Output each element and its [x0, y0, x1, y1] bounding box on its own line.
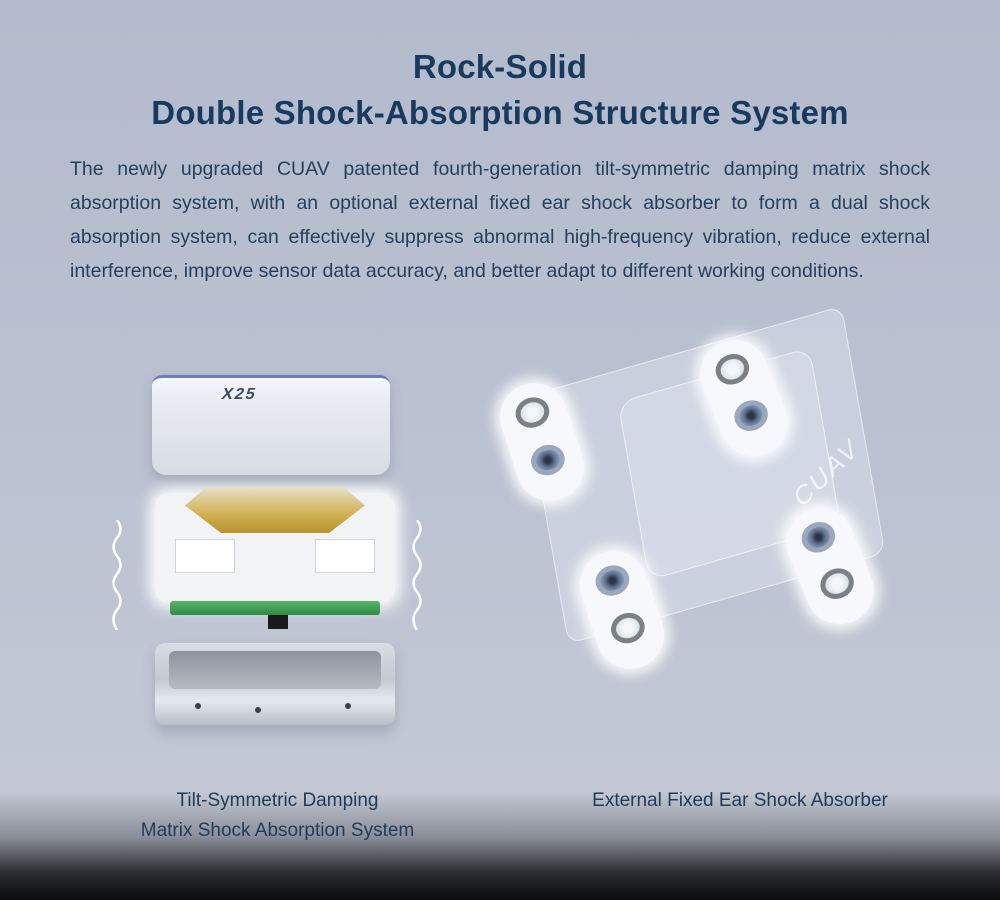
grommet-icon: [511, 392, 554, 433]
module-logo: X25: [219, 386, 259, 403]
title-line-2: Double Shock-Absorption Structure System: [151, 94, 849, 131]
title-line-1: Rock-Solid: [412, 48, 588, 85]
ear-shock-absorber-illustration: CUAV: [480, 305, 940, 700]
module-top-cover: X25: [152, 375, 390, 475]
damper-notch: [315, 539, 375, 573]
caption-line-2: Matrix Shock Absorption System: [140, 820, 415, 841]
base-port: [195, 703, 201, 709]
page-title: Rock-Solid Double Shock-Absorption Struc…: [0, 44, 1000, 136]
caption-damping-matrix: Tilt-Symmetric Damping Matrix Shock Abso…: [100, 786, 455, 846]
screw-grommet-icon: [527, 440, 569, 480]
base-port: [345, 703, 351, 709]
grommet-icon: [815, 563, 859, 604]
damper-notch: [175, 539, 235, 573]
caption-line-1: Tilt-Symmetric Damping: [176, 790, 379, 811]
module-base-housing: [155, 643, 395, 725]
description-paragraph: The newly upgraded CUAV patented fourth-…: [70, 158, 930, 282]
vibration-wave-icon-right: [412, 520, 422, 630]
grommet-icon: [607, 608, 649, 648]
pcb-board: [170, 601, 380, 615]
base-port: [255, 707, 261, 713]
damping-matrix-layer: [155, 487, 395, 603]
grommet-icon: [711, 348, 754, 390]
damping-module-illustration: X25: [100, 365, 430, 735]
caption-ear-absorber: External Fixed Ear Shock Absorber: [592, 790, 888, 811]
board-connector: [268, 615, 288, 629]
gold-sensor-plate: [185, 487, 365, 533]
base-cavity: [169, 651, 381, 689]
screw-grommet-icon: [591, 560, 634, 601]
screw-grommet-icon: [729, 395, 773, 436]
screw-grommet-icon: [797, 516, 840, 558]
vibration-wave-icon-left: [112, 520, 122, 630]
